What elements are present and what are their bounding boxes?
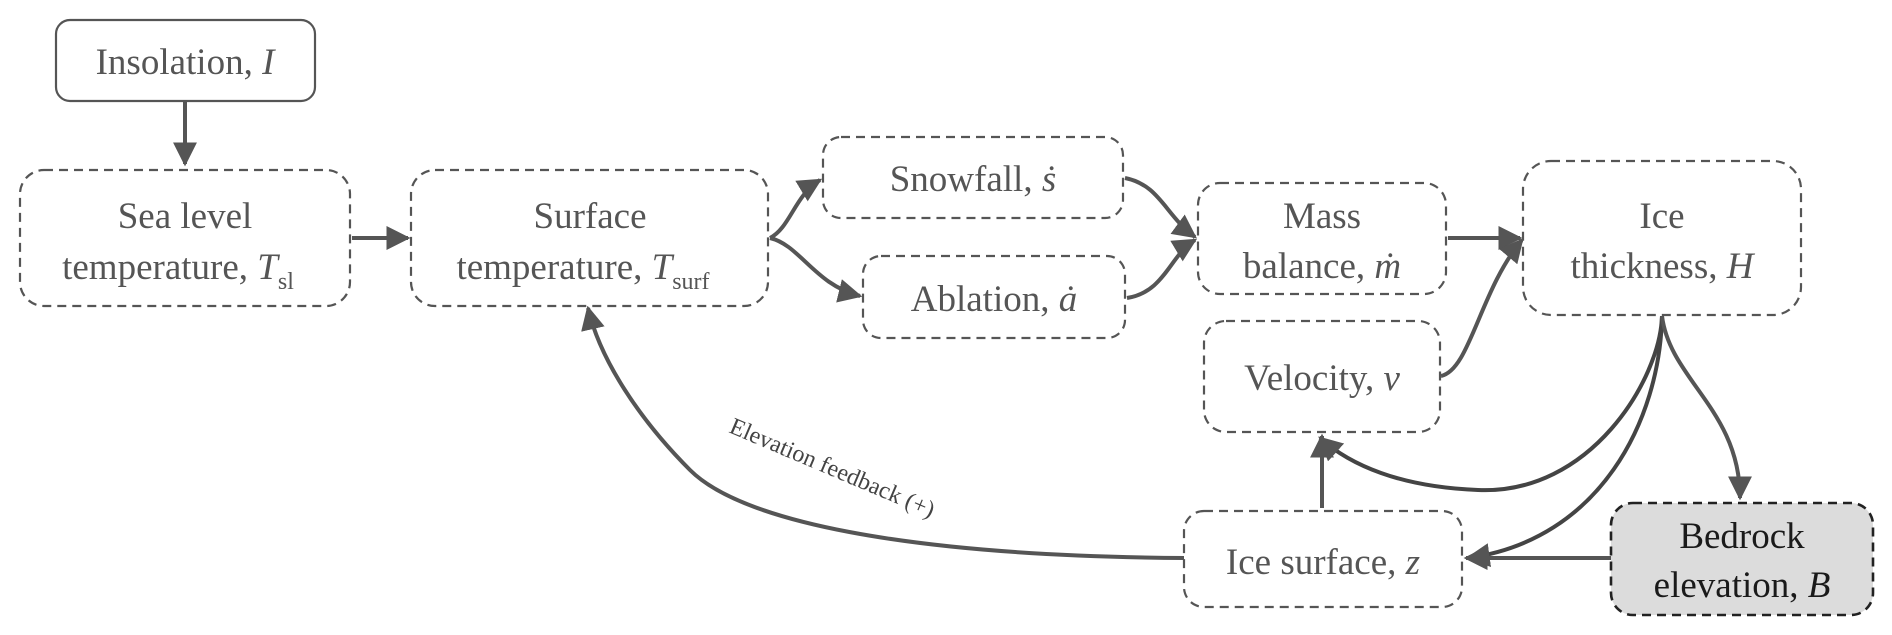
node-snowfall-label: Snowfall, (890, 159, 1042, 200)
node-ice-thickness-line1: Ice (1639, 196, 1684, 237)
node-velocity-symbol: v (1383, 358, 1400, 399)
node-insolation: Insolation, I (54, 18, 317, 103)
node-surface-temperature-symbol: T (652, 247, 675, 288)
svg-text:temperature, Tsurf: temperature, Tsurf (456, 247, 709, 295)
svg-text:Insolation, I: Insolation, I (96, 42, 276, 83)
svg-text:Ice surface, z: Ice surface, z (1226, 542, 1420, 583)
node-surface-temperature: Surface temperature, Tsurf (409, 168, 770, 308)
node-surface-temperature-line2: temperature, (456, 247, 651, 288)
node-ice-thickness-symbol: H (1726, 246, 1756, 287)
svg-text:elevation, B: elevation, B (1654, 565, 1831, 606)
edge-ablation-to-mass-balance (1126, 238, 1198, 300)
node-ablation-symbol: ȧ (1059, 279, 1078, 320)
node-snowfall: Snowfall, ṡ (821, 135, 1125, 220)
node-ice-surface-label: Ice surface, (1226, 542, 1406, 583)
edge-elevation-feedback (581, 305, 1186, 560)
svg-text:Ablation, ȧ: Ablation, ȧ (911, 279, 1077, 320)
node-velocity-label: Velocity, (1244, 358, 1383, 399)
edge-surface-temp-to-ablation (769, 236, 863, 303)
node-snowfall-symbol: ṡ (1042, 159, 1056, 200)
node-bedrock-elevation-line2: elevation, (1654, 565, 1808, 606)
node-ice-thickness: Ice thickness, H (1521, 159, 1803, 317)
node-insolation-label: Insolation, (96, 42, 262, 83)
edge-surface-temp-to-snowfall (768, 178, 823, 240)
node-sea-level-temperature-line2: temperature, (62, 247, 257, 288)
node-surface-temperature-line1: Surface (534, 196, 647, 237)
node-mass-balance-line1: Mass (1283, 196, 1361, 237)
node-ablation: Ablation, ȧ (861, 254, 1127, 340)
svg-text:Velocity, v: Velocity, v (1244, 358, 1400, 399)
node-ice-surface: Ice surface, z (1182, 509, 1464, 609)
node-ice-surface-symbol: z (1405, 542, 1420, 583)
node-insolation-symbol: I (261, 42, 276, 83)
node-mass-balance: Mass balance, ṁ (1196, 181, 1448, 296)
edge-ice-thickness-to-velocity (1318, 315, 1664, 493)
edge-snowfall-to-mass-balance (1124, 176, 1197, 239)
edge-velocity-to-ice-thickness (1440, 238, 1524, 378)
node-sea-level-temperature-subscript: sl (278, 269, 294, 295)
node-sea-level-temperature-symbol: T (257, 247, 280, 288)
node-bedrock-elevation-line1: Bedrock (1679, 516, 1805, 557)
node-surface-temperature-subscript: surf (672, 269, 709, 295)
node-velocity: Velocity, v (1202, 319, 1442, 434)
edge-ice-thickness-to-bedrock (1660, 315, 1752, 501)
node-bedrock-elevation-symbol: B (1808, 565, 1831, 606)
svg-text:thickness, H: thickness, H (1571, 246, 1756, 287)
node-ice-thickness-line2: thickness, (1571, 246, 1727, 287)
svg-text:Snowfall, ṡ: Snowfall, ṡ (890, 159, 1057, 200)
node-sea-level-temperature: Sea level temperature, Tsl (18, 168, 352, 308)
node-mass-balance-symbol: ṁ (1374, 246, 1401, 287)
node-ablation-label: Ablation, (911, 279, 1059, 320)
node-bedrock-elevation: Bedrock elevation, B (1609, 501, 1875, 617)
svg-text:balance, ṁ: balance, ṁ (1243, 246, 1401, 287)
node-mass-balance-line2: balance, (1243, 246, 1374, 287)
node-sea-level-temperature-line1: Sea level (118, 196, 253, 237)
edge-ice-thickness-to-ice-surface (1465, 315, 1664, 567)
svg-text:temperature, Tsl: temperature, Tsl (62, 247, 294, 295)
